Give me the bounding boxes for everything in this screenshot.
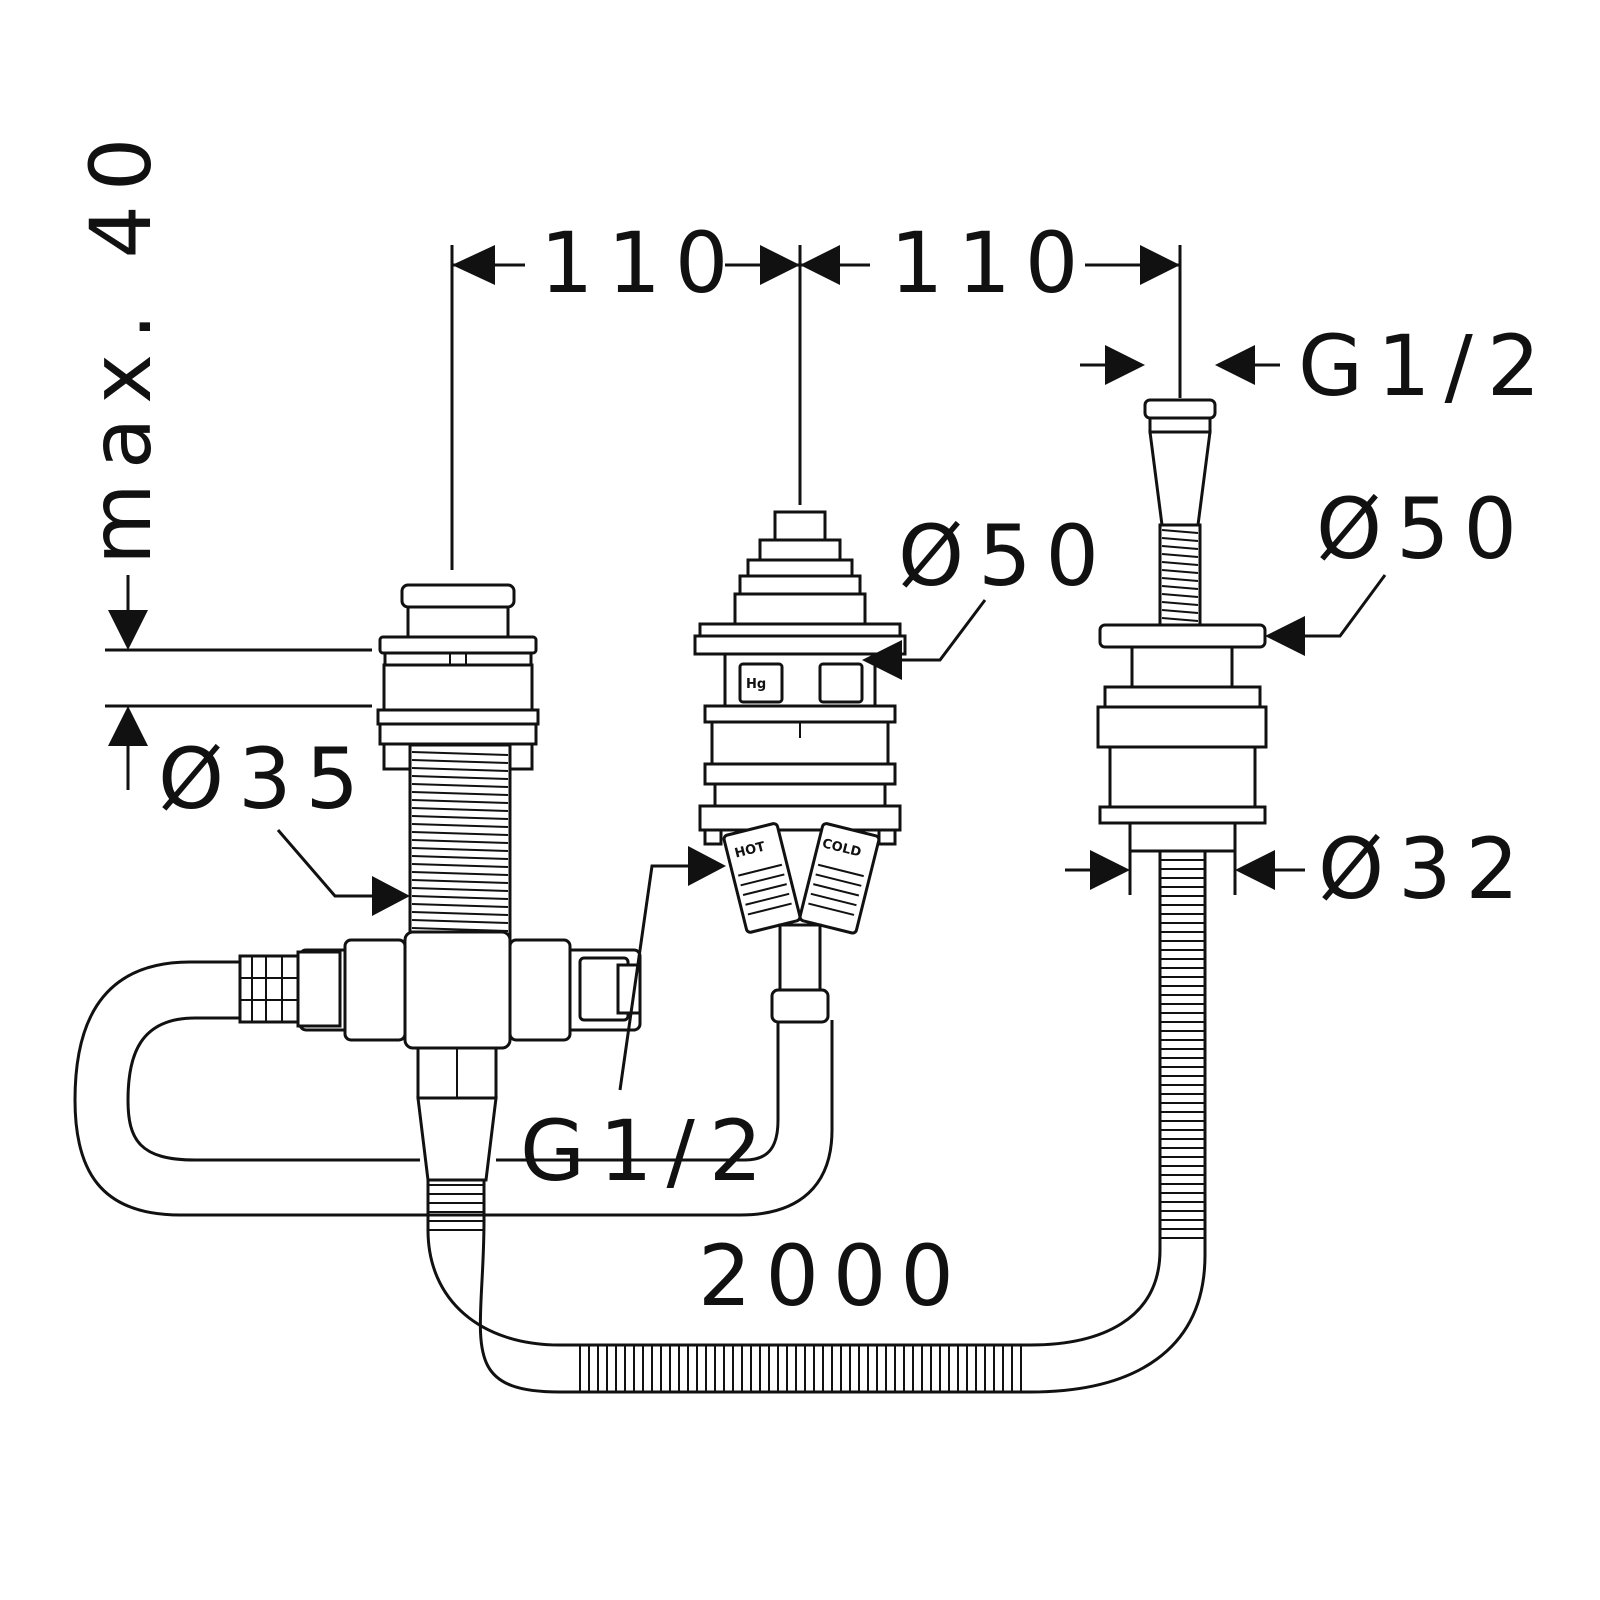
arrow-icon: [1140, 245, 1180, 285]
shower-outlet-spout: [1096, 398, 1268, 853]
dimension-diameter-50-center: Ø50: [898, 507, 1113, 605]
arrow-icon: [1105, 345, 1145, 385]
arrow-icon: [372, 876, 410, 916]
arrow-icon: [1215, 345, 1255, 385]
hot-label: HOT: [733, 840, 767, 862]
diameter-35-group: Ø35: [158, 730, 410, 916]
arrow-icon: [1265, 616, 1305, 656]
arrow-icon: [108, 706, 148, 746]
flexible-hose: [426, 851, 1207, 1394]
dimension-110-right: 110: [890, 214, 1092, 312]
dimension-g12-bottom: G1/2: [520, 1102, 776, 1200]
spacing-dimension-group: 110 110: [450, 214, 1182, 570]
diameter-50-right-group: Ø50: [1265, 480, 1531, 656]
arrow-icon: [1235, 850, 1275, 890]
thread-top-group: G1/2: [1080, 317, 1554, 415]
dimension-hose-2000: 2000: [698, 1227, 968, 1325]
dimension-diameter-50-right: Ø50: [1316, 480, 1531, 578]
arrow-icon: [760, 245, 800, 285]
diameter-32-group: Ø32: [1065, 820, 1533, 918]
arrow-icon: [862, 640, 902, 680]
arrow-icon: [688, 846, 726, 886]
hose-loop: [73, 960, 834, 1217]
dimension-diameter-35: Ø35: [158, 730, 373, 828]
arrow-icon: [800, 245, 840, 285]
dimension-110-left: 110: [540, 214, 742, 312]
dimension-max-40: max. 40: [72, 124, 170, 565]
dimension-g12-top: G1/2: [1298, 317, 1554, 415]
mixer-tee-body: [238, 930, 642, 1182]
arrow-icon: [1090, 850, 1130, 890]
max-depth-dimension-group: max. 40: [72, 124, 372, 790]
dimension-diameter-32: Ø32: [1318, 820, 1533, 918]
diameter-50-center-group: Ø50: [862, 507, 1113, 680]
thread-bottom-group: G1/2: [520, 846, 776, 1200]
mixer-cartridge: [376, 583, 540, 942]
arrow-icon: [108, 610, 148, 650]
diverter-valve: Hg HOT COLD: [693, 510, 907, 1024]
arrow-icon: [452, 245, 495, 285]
hg-label: Hg: [746, 677, 766, 692]
